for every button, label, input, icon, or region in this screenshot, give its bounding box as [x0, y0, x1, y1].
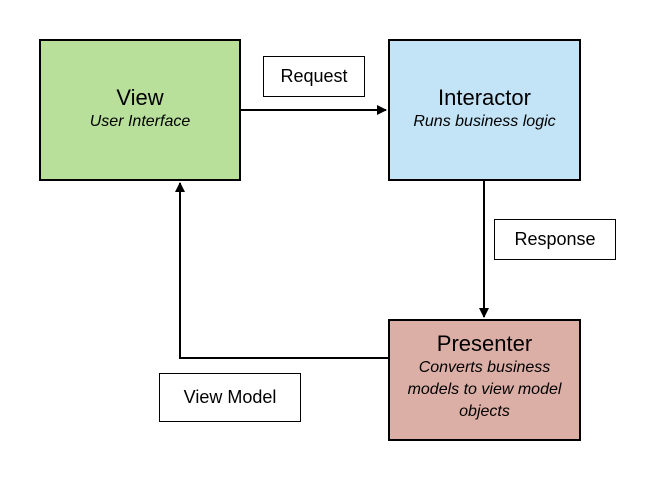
interactor-node: Interactor Runs business logic [388, 39, 581, 181]
view-node: View User Interface [39, 39, 241, 181]
request-label: Request [263, 56, 365, 97]
view-subtitle: User Interface [89, 113, 191, 130]
presenter-node: Presenter Converts business models to vi… [388, 319, 581, 441]
response-label: Response [494, 219, 616, 260]
presenter-subtitle: Converts business models to view model o… [407, 359, 562, 420]
view-model-arrow [175, 182, 388, 359]
view-model-label: View Model [159, 373, 301, 422]
presenter-title: Presenter [436, 331, 533, 356]
view-title: View [116, 85, 164, 110]
interactor-subtitle: Runs business logic [413, 113, 556, 130]
interactor-title: Interactor [438, 85, 531, 110]
